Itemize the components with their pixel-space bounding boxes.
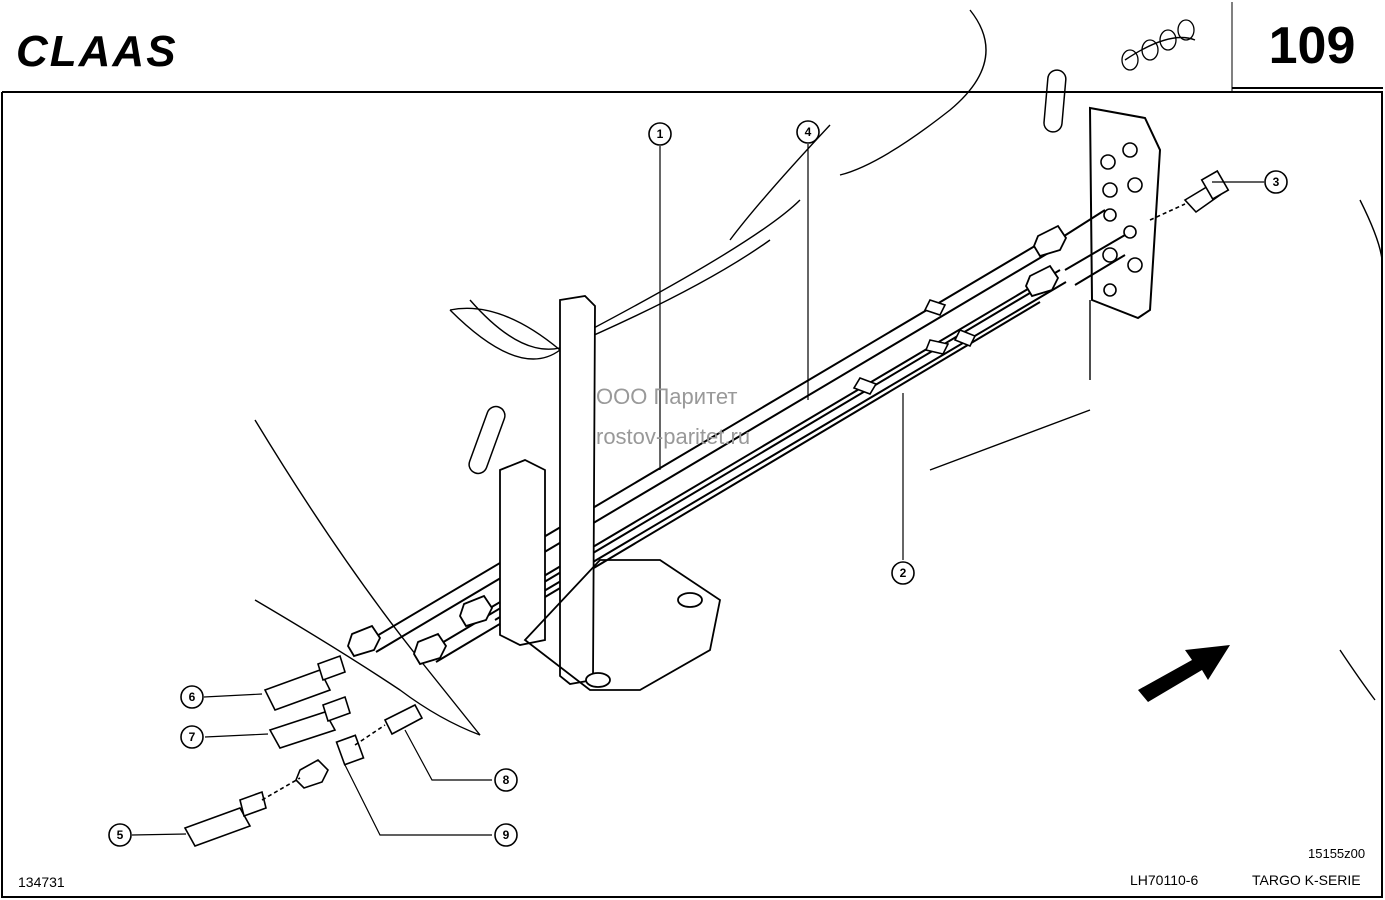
claas-logo: CLAAS bbox=[16, 28, 178, 72]
slot-lower bbox=[468, 405, 506, 475]
callout-9-label: 9 bbox=[503, 828, 510, 842]
pipe-nuts bbox=[347, 224, 1068, 666]
callout-6-label: 6 bbox=[189, 690, 196, 704]
watermark-company: ООО Паритет bbox=[596, 384, 738, 409]
small-fittings bbox=[261, 703, 424, 801]
callout-1-label: 1 bbox=[657, 127, 664, 141]
page-number: 109 bbox=[1268, 17, 1356, 75]
image-reference: 15155z00 bbox=[1308, 846, 1366, 861]
callout-5[interactable]: 5 bbox=[108, 823, 132, 847]
watermark-url: rostov-paritet.ru bbox=[596, 424, 751, 449]
callout-8-label: 8 bbox=[503, 773, 510, 787]
clamp-brackets bbox=[499, 295, 722, 691]
drawing-code: LH70110-6 bbox=[1130, 872, 1199, 888]
callout-2[interactable]: 2 bbox=[891, 561, 915, 585]
callout-3[interactable]: 3 bbox=[1264, 170, 1288, 194]
brand-logo-text: CLAAS bbox=[16, 28, 178, 72]
callout-7[interactable]: 7 bbox=[180, 725, 204, 749]
direction-arrow bbox=[1138, 645, 1230, 702]
document-id: 134731 bbox=[18, 874, 65, 890]
callout-4[interactable]: 4 bbox=[796, 120, 820, 144]
fitting-3 bbox=[1149, 169, 1230, 221]
leader-lines bbox=[131, 144, 1264, 836]
callout-2-label: 2 bbox=[900, 566, 907, 580]
callout-4-label: 4 bbox=[805, 125, 812, 139]
callout-9[interactable]: 9 bbox=[494, 823, 518, 847]
callout-3-label: 3 bbox=[1273, 175, 1280, 189]
slot-upper bbox=[1043, 69, 1067, 133]
callout-8[interactable]: 8 bbox=[494, 768, 518, 792]
callout-7-label: 7 bbox=[189, 730, 196, 744]
callout-1[interactable]: 1 bbox=[648, 122, 672, 146]
holes-row bbox=[1121, 19, 1195, 71]
series-name: TARGO K-SERIE bbox=[1252, 872, 1361, 888]
hose-ends bbox=[183, 654, 351, 847]
callout-5-label: 5 bbox=[117, 828, 124, 842]
callout-6[interactable]: 6 bbox=[180, 685, 204, 709]
pipe-breaks bbox=[852, 299, 977, 395]
